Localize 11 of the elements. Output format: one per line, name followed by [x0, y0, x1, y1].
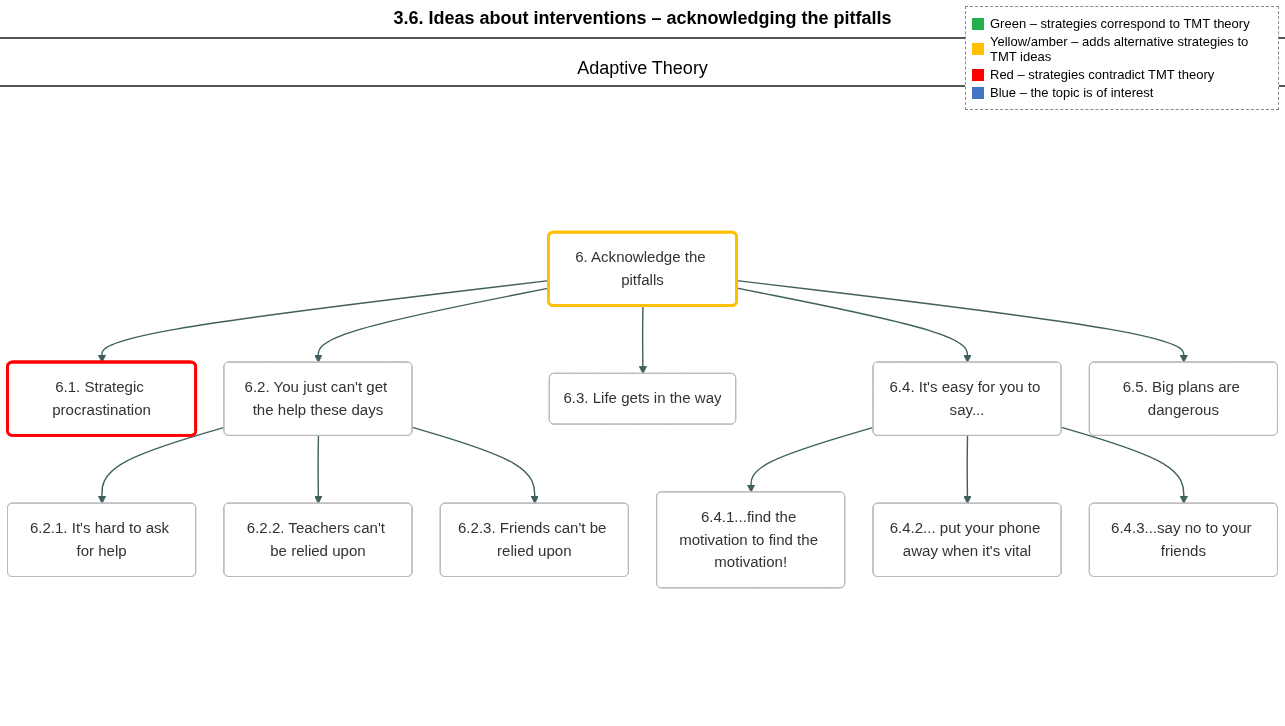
arrow: [1060, 426, 1188, 504]
arrow: [314, 435, 323, 504]
arrow: [638, 305, 647, 375]
arrow: [411, 426, 539, 504]
subtitle-label: Adaptive Theory: [577, 58, 708, 78]
arrow: [736, 287, 972, 363]
legend-text: Green – strategies correspond to TMT theory: [990, 16, 1250, 31]
arrow: [736, 279, 1188, 363]
arrow: [963, 435, 972, 504]
legend-text: Blue – the topic is of interest: [990, 85, 1154, 100]
legend-text: Red – strategies contradict TMT theory: [990, 67, 1215, 82]
